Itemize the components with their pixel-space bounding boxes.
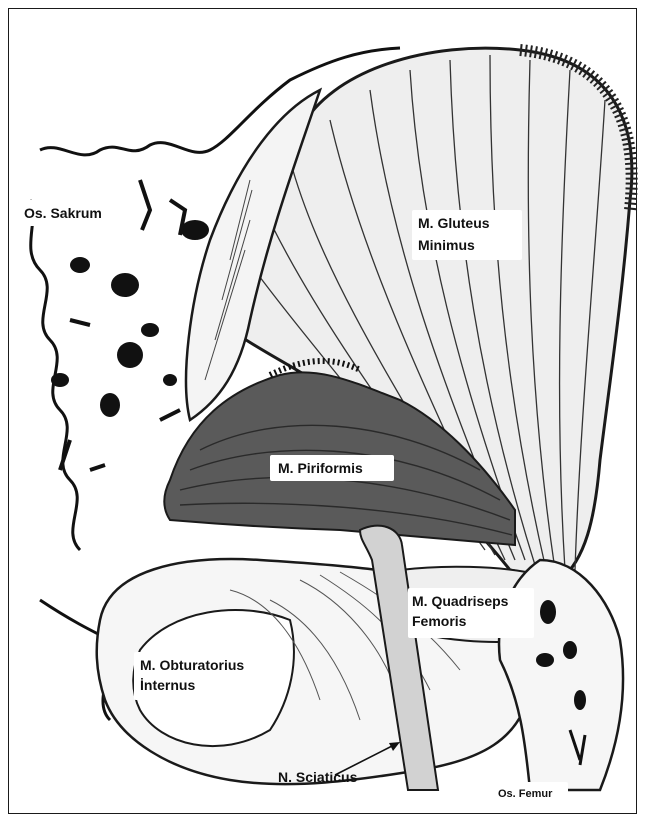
- label-quadriceps-line2: Femoris: [412, 612, 466, 630]
- label-quadriceps-line1: M. Quadriseps: [412, 592, 508, 610]
- label-os-sakrum: Os. Sakrum: [24, 204, 102, 222]
- label-gluteus-minimus-line1: M. Gluteus: [418, 214, 490, 232]
- label-obturator-line1: M. Obturatorius: [140, 656, 244, 674]
- label-piriformis: M. Piriformis: [278, 459, 363, 477]
- label-sciaticus: N. Sciaticus: [278, 768, 357, 786]
- label-gluteus-minimus-line2: Minimus: [418, 236, 475, 254]
- label-os-femur: Os. Femur: [498, 785, 552, 803]
- label-obturator-line2: İnternus: [140, 676, 195, 694]
